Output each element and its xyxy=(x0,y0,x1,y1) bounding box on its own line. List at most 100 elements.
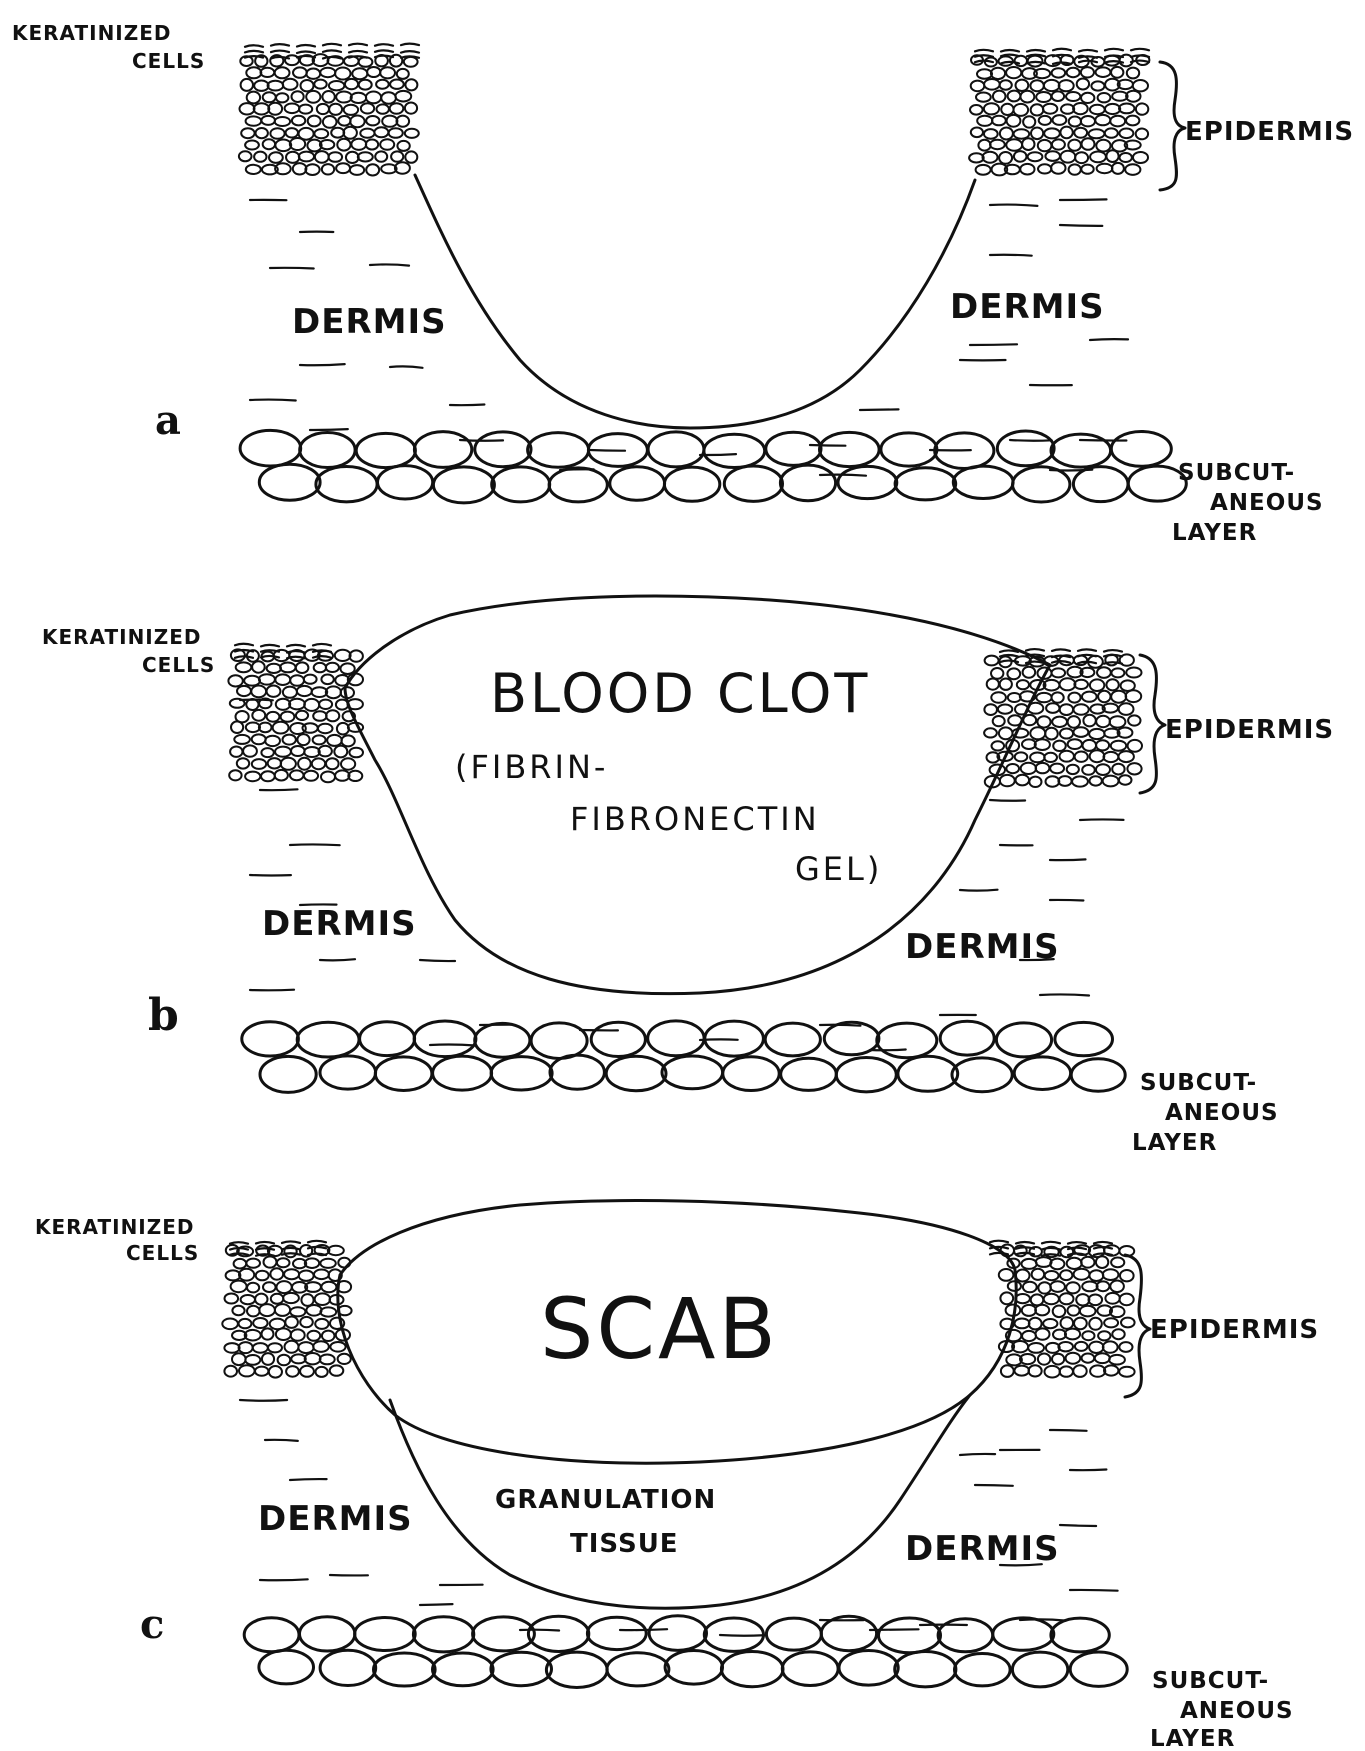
epidermal-cell xyxy=(366,116,379,125)
panel-b-epidermis-right xyxy=(984,654,1142,787)
keratin-stroke xyxy=(245,56,263,58)
epidermal-cell xyxy=(1109,1355,1125,1365)
epidermal-cell xyxy=(1043,1319,1057,1328)
epidermal-cell xyxy=(1120,1270,1134,1281)
epidermal-cell xyxy=(380,139,394,150)
epidermal-cell xyxy=(970,105,983,115)
epidermal-cell xyxy=(1008,693,1021,702)
dermis-hatch xyxy=(1070,1590,1118,1591)
epidermal-cell xyxy=(1038,140,1052,151)
keratin-stroke xyxy=(1104,655,1122,657)
epidermal-cell xyxy=(1022,1331,1036,1341)
keratin-stroke xyxy=(245,51,263,53)
fat-cell xyxy=(528,1616,588,1651)
epidermal-cell xyxy=(304,747,320,757)
epidermal-cell xyxy=(1136,103,1148,114)
panel-c-keratin-left xyxy=(230,1241,326,1256)
epidermal-cell xyxy=(984,704,997,715)
epidermal-cell xyxy=(283,735,296,745)
epidermal-cell xyxy=(978,140,990,151)
epidermal-cell xyxy=(1074,1318,1087,1330)
epidermal-cell xyxy=(1050,1259,1064,1270)
fat-cell xyxy=(821,1616,876,1650)
epidermal-cell xyxy=(1090,1270,1104,1281)
epidermal-cell xyxy=(236,662,252,672)
panel-b-clot-subtitle-1: (FIBRIN- xyxy=(455,748,608,786)
fat-cell xyxy=(997,431,1054,466)
epidermal-cell xyxy=(322,164,334,174)
epidermal-cell xyxy=(292,91,304,102)
epidermal-cell xyxy=(276,699,290,710)
epidermal-cell xyxy=(999,727,1013,739)
epidermal-cell xyxy=(1081,1257,1094,1268)
dermis-hatch xyxy=(1080,819,1124,820)
epidermal-cell xyxy=(1081,116,1095,126)
epidermal-cell xyxy=(1098,691,1110,702)
panel-b-clot-subtitle-2: FIBRONECTIN xyxy=(570,800,820,838)
panel-c-subcut-label-1: SUBCUT- xyxy=(1152,1668,1269,1694)
epidermal-cell xyxy=(270,1268,283,1279)
keratin-stroke xyxy=(297,56,315,58)
fat-cell xyxy=(1073,467,1128,502)
fat-cell xyxy=(531,1023,587,1059)
epidermal-cell xyxy=(999,152,1012,164)
keratin-stroke xyxy=(245,45,263,47)
epidermal-cell xyxy=(984,728,997,737)
epidermal-cell xyxy=(349,748,363,758)
epidermal-cell xyxy=(321,675,333,685)
dermis-hatch xyxy=(1050,859,1086,860)
epidermal-cell xyxy=(239,1365,255,1376)
epidermal-cell xyxy=(253,1343,268,1353)
panel-c-dermis-left-label: DERMIS xyxy=(258,1499,413,1539)
epidermal-cell xyxy=(1069,164,1081,174)
epidermal-cell xyxy=(352,68,367,79)
epidermal-cell xyxy=(252,759,266,769)
epidermal-cell xyxy=(381,92,396,103)
fat-cell xyxy=(1071,1059,1125,1092)
epidermal-cell xyxy=(299,152,314,162)
fat-cell xyxy=(1012,1652,1067,1687)
epidermal-cell xyxy=(267,712,280,722)
epidermal-cell xyxy=(1068,716,1080,728)
epidermal-cell xyxy=(1076,1294,1089,1305)
epidermal-cell xyxy=(389,128,403,138)
epidermal-cell xyxy=(1016,1294,1030,1303)
panel-a-dermis-right-label: DERMIS xyxy=(950,287,1105,327)
epidermal-cell xyxy=(390,103,404,114)
epidermal-cell xyxy=(1074,1269,1090,1280)
keratin-stroke xyxy=(1027,50,1045,52)
epidermal-cell xyxy=(251,686,266,698)
epidermal-cell xyxy=(320,68,335,77)
epidermal-cell xyxy=(1068,693,1080,703)
epidermal-cell xyxy=(275,747,291,757)
dermis-hatch xyxy=(250,400,296,401)
epidermal-cell xyxy=(336,92,352,103)
fat-cell xyxy=(242,1022,299,1056)
panel-a-subcut-label-1: SUBCUT- xyxy=(1178,460,1295,486)
epidermal-cell xyxy=(366,140,378,150)
epidermal-cell xyxy=(969,153,984,162)
epidermal-cell xyxy=(296,711,308,720)
epidermal-cell xyxy=(1045,151,1060,161)
epidermal-cell xyxy=(1091,81,1104,90)
epidermal-cell xyxy=(1089,129,1105,138)
epidermal-cell xyxy=(290,1307,305,1316)
epidermal-cell xyxy=(245,772,260,782)
fat-cell xyxy=(550,1055,604,1089)
epidermal-cell xyxy=(1081,93,1094,103)
fat-cell xyxy=(766,1618,821,1650)
fat-cell xyxy=(665,1651,722,1685)
epidermal-cell xyxy=(276,1328,291,1340)
epidermal-cell xyxy=(1066,1282,1080,1293)
epidermal-cell xyxy=(269,1366,282,1378)
epidermal-cell xyxy=(1023,667,1036,678)
dermis-hatch xyxy=(320,959,355,960)
epidermal-cell xyxy=(1125,164,1140,175)
epidermal-cell xyxy=(281,712,295,722)
epidermal-cell xyxy=(1068,1305,1080,1315)
epidermal-cell xyxy=(1058,776,1071,786)
epidermal-cell xyxy=(240,103,255,114)
epidermal-cell xyxy=(263,1282,276,1292)
epidermal-cell xyxy=(1090,776,1102,785)
panel-a-keratinized-label: KERATINIZED xyxy=(12,21,172,45)
